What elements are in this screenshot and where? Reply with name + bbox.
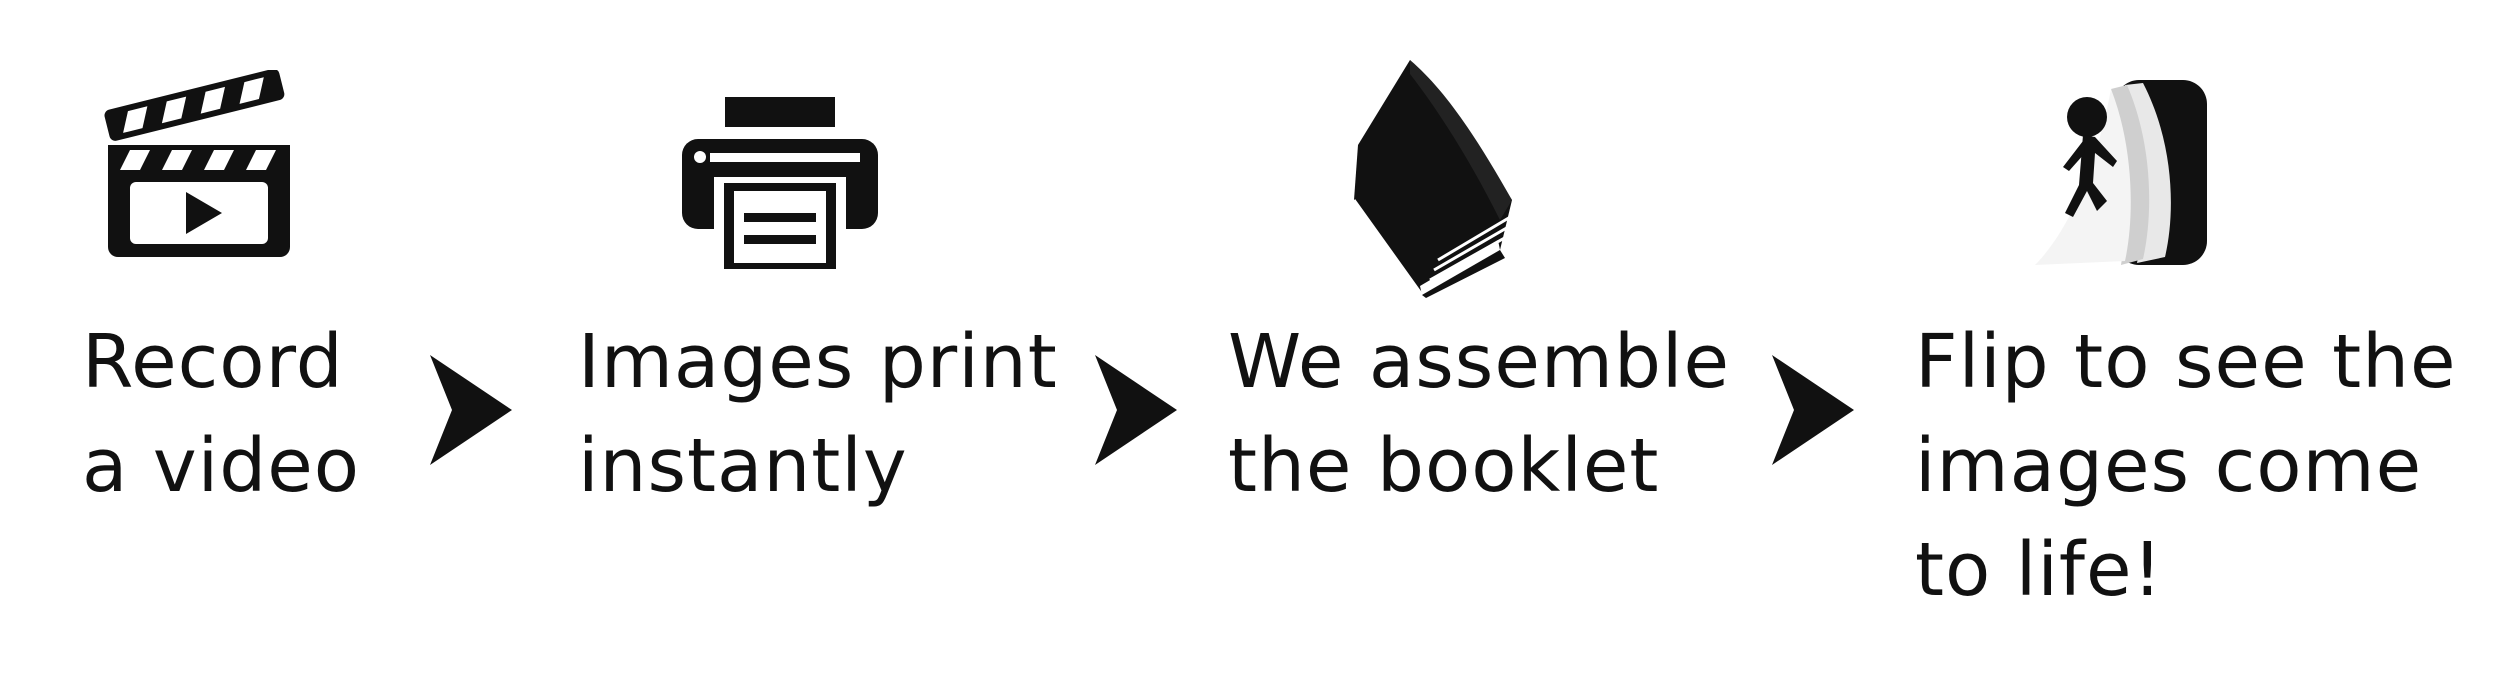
- step-3-label: We assemble the booklet: [1228, 319, 1731, 509]
- step-2-label: Images print instantly: [578, 319, 1058, 509]
- chevron-right-icon: [1772, 355, 1854, 465]
- chevron-right-icon: [1095, 355, 1177, 465]
- flipbook-icon: [2025, 75, 2210, 270]
- step-1-label: Record a video: [82, 319, 360, 509]
- step-4-label: Flip to see the images come to life!: [1915, 319, 2457, 613]
- chevron-right-icon: [430, 355, 512, 465]
- book-icon: [1350, 50, 1530, 298]
- clapperboard-icon: [100, 70, 300, 265]
- printer-icon: [680, 95, 880, 275]
